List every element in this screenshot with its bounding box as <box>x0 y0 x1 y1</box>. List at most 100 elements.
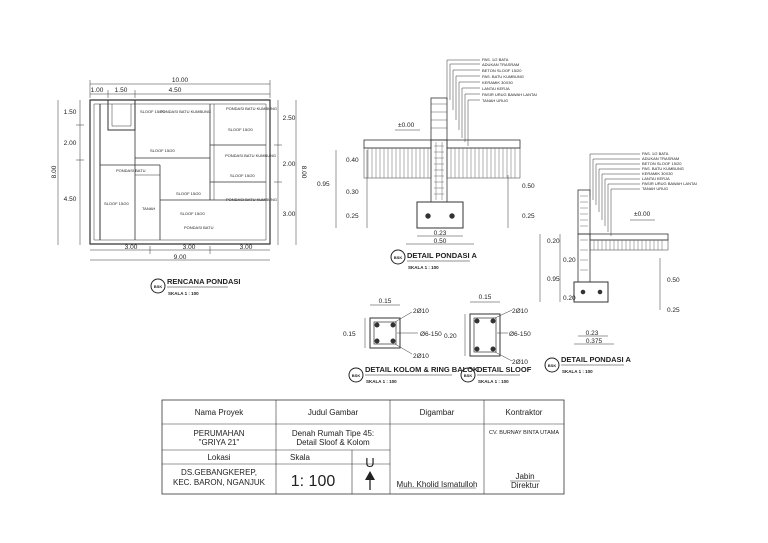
layer-label: PAS. 1/2 BATA <box>482 57 509 62</box>
contractor-company: CV. BURNAY BINTA UTAMA <box>489 430 559 436</box>
header-drawn: Digambar <box>420 408 455 417</box>
plan-dim-right: 2.50 <box>283 115 296 122</box>
drawing-line2: Detail Sloof & Kolom <box>296 438 370 447</box>
plan-scale: SKALA 1 : 100 <box>168 291 199 296</box>
plan-dim-bottom: 3.00 <box>240 244 253 251</box>
north-arrow-icon <box>365 471 375 480</box>
layer-label: PASIR URUG BAWAH LANTAI <box>642 181 697 186</box>
level-mark: ±0.00 <box>398 122 415 129</box>
layer-label: BETON SLOOF 15/20 <box>482 68 522 73</box>
layer-label: ADUKAN TRASRAM <box>482 62 519 67</box>
dim-bottom: 0.50 <box>434 238 447 245</box>
sloof-rebar-bottom: 2Ø10 <box>512 359 528 366</box>
layer-label: PAS. BATU KUMBUNG <box>482 74 524 79</box>
plan-dim-bottom: 3.00 <box>183 244 196 251</box>
plan-room-label: PONDASI BATU <box>116 168 146 173</box>
sloof-title: DETAIL SLOOF <box>477 365 532 374</box>
plan-room-label: TANAH <box>142 206 155 211</box>
dim-left: 0.30 <box>346 189 359 196</box>
dim-right: 0.50 <box>667 277 680 284</box>
kolom-scale: SKALA 1 : 100 <box>366 379 397 384</box>
plan-dim-left: 2.00 <box>64 140 77 147</box>
sloof-width: 0.15 <box>479 294 492 301</box>
dim-right: 0.25 <box>667 307 680 314</box>
detail-a-small-badge: BSK <box>548 363 557 368</box>
kolom-stirrup: Ø6-150 <box>420 331 442 338</box>
layer-label: TANAH URUG <box>642 186 668 191</box>
plan-dim-bottom-total: 9.00 <box>174 254 187 261</box>
plan-dim-left: 1.50 <box>64 109 77 116</box>
detail-kolom <box>364 304 418 355</box>
drawn-by: Muh. Kholid Ismatulloh <box>397 480 478 489</box>
kolom-width: 0.15 <box>379 298 392 305</box>
location-line2: KEC. BARON, NGANJUK <box>173 478 266 487</box>
sloof-stirrup: Ø6-150 <box>509 331 531 338</box>
north-label: U <box>365 455 374 470</box>
title-block <box>161 399 565 495</box>
detail-pondasi-a-small-hatch <box>580 195 663 271</box>
layer-label: TANAH URUG <box>482 98 508 103</box>
detail-sloof-labels: 0.15 0.20 2Ø10 Ø6-150 2Ø10 BSK DETAIL SL… <box>444 294 532 384</box>
plan-dim-top: 4.50 <box>169 87 182 94</box>
dim-right: 0.25 <box>522 213 535 220</box>
drawing-line1: Denah Rumah Tipe 45: <box>292 429 374 438</box>
plan-badge-circle <box>150 278 166 294</box>
detail-pondasi-a-small <box>539 153 669 345</box>
plan-room-label: PONDASI BATU <box>184 225 214 230</box>
plan-dim-right: 3.00 <box>283 211 296 218</box>
plan-dim-bottom: 3.00 <box>125 244 138 251</box>
layer-label: LANTAI KERJA <box>482 86 510 91</box>
layer-label: PAS. BATU KUMBUNG <box>642 166 684 171</box>
detail-pondasi-a-small-labels: PAS. 1/2 BATA ADUKAN TRASRAM BETON SLOOF… <box>544 151 697 374</box>
plan-room-label: SLOOF 15/20 <box>140 109 165 114</box>
kolom-rebar-bottom: 2Ø10 <box>413 353 429 360</box>
dim-left: 0.40 <box>346 157 359 164</box>
title-block-text: Nama Proyek Judul Gambar Digambar Kontra… <box>173 408 559 490</box>
header-contractor: Kontraktor <box>506 408 543 417</box>
plan-dim-right: 2.00 <box>283 161 296 168</box>
sloof-height: 0.20 <box>444 333 457 340</box>
header-project: Nama Proyek <box>195 408 244 417</box>
project-line2: "GRIYA 21" <box>199 438 240 447</box>
dim-left: 0.25 <box>346 213 359 220</box>
detail-sloof <box>464 301 513 362</box>
plan-dim-top: 1.00 <box>91 87 104 94</box>
detail-a-small-title: DETAIL PONDASI A <box>561 355 631 364</box>
plan-room-label: SLOOF 15/20 <box>230 173 255 178</box>
sloof-badge: BSK <box>464 373 473 378</box>
layer-label: ADUKAN TRASRAM <box>642 156 679 161</box>
plan-badge: BSK <box>154 284 163 289</box>
dim-bottom: 0.23 <box>586 330 599 337</box>
dim-left: 0.20 <box>547 238 560 245</box>
sloof-scale: SKALA 1 : 100 <box>478 379 509 384</box>
plan-room-label: SLOOF 15/20 <box>176 191 201 196</box>
detail-kolom-labels: 0.15 0.15 2Ø10 Ø6-150 2Ø10 BSK DETAIL KO… <box>343 298 479 384</box>
detail-a-small-scale: SKALA 1 : 100 <box>562 369 593 374</box>
plan-room-label: SLOOF 15/20 <box>104 201 129 206</box>
layer-label: KERAMIK 30X30 <box>642 171 673 176</box>
signer-role: Direktur <box>511 481 539 490</box>
detail-a-main-badge: BSK <box>394 255 403 260</box>
plan-dim-left: 4.50 <box>64 196 77 203</box>
plan-room-label: PONDASI BATU KUMBUNG <box>225 153 276 158</box>
sloof-rebar-top: 2Ø10 <box>512 308 528 315</box>
level-mark: ±0.00 <box>634 211 651 218</box>
plan-room-label: PONDASI BATU KUMBUNG <box>226 197 277 202</box>
dim-left-total: 0.95 <box>317 181 330 188</box>
layer-label: KERAMIK 30X30 <box>482 80 513 85</box>
detail-a-main-scale: SKALA 1 : 100 <box>408 265 439 270</box>
plan-room-label: PONDASI BATU KUMBUNG <box>160 109 211 114</box>
plan-room-label: SLOOF 15/20 <box>180 211 205 216</box>
dim-left: 0.20 <box>563 295 576 302</box>
kolom-title: DETAIL KOLOM & RING BALOK <box>365 365 479 374</box>
layer-label: BETON SLOOF 15/20 <box>642 161 682 166</box>
header-location: Lokasi <box>207 453 230 462</box>
dim-bottom: 0.23 <box>434 230 447 237</box>
plan-room-label: SLOOF 15/20 <box>150 148 175 153</box>
plan-dim-right-total: 8.00 <box>300 166 307 179</box>
signer-name: Jabin <box>515 472 534 481</box>
plan-dim-top: 1.50 <box>115 87 128 94</box>
plan-room-label: SLOOF 15/20 <box>228 127 253 132</box>
detail-a-main-title: DETAIL PONDASI A <box>407 251 477 260</box>
